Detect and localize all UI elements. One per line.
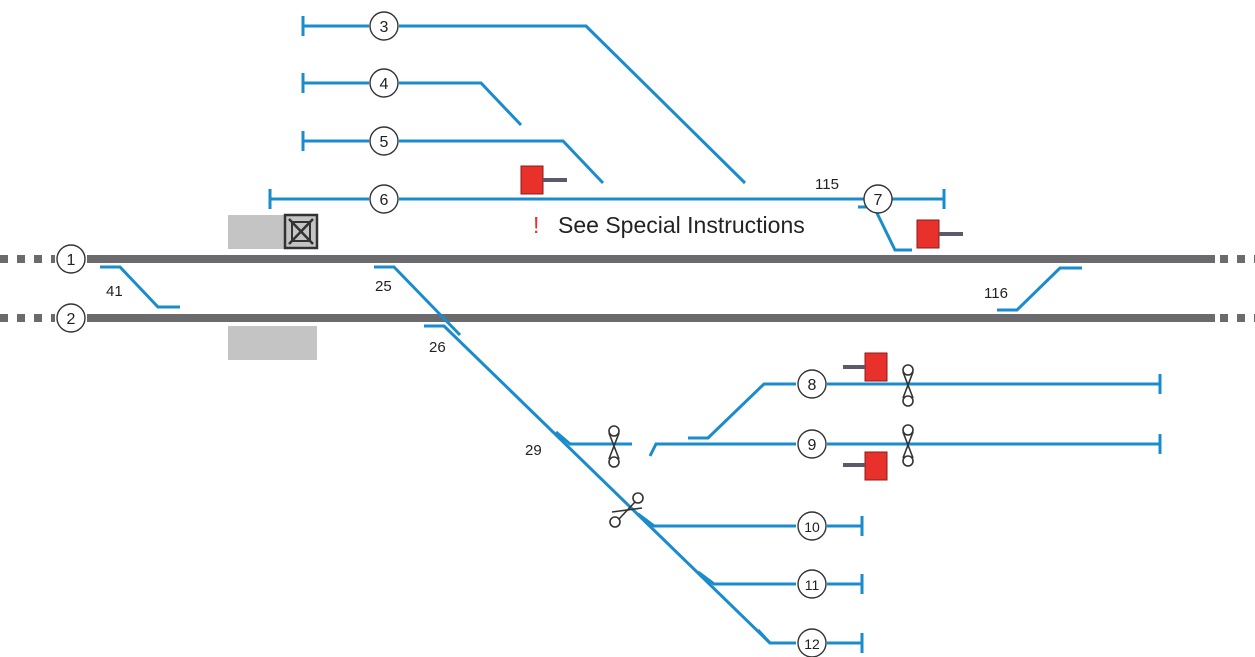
track-number-12: 12 (797, 628, 827, 657)
track-number-3: 3 (369, 11, 399, 41)
track-number-5: 5 (369, 126, 399, 156)
derail-icon-siding-9 (902, 424, 914, 467)
svg-text:6: 6 (380, 192, 389, 209)
siding-track-12 (756, 628, 864, 653)
switch-26-lead (424, 324, 772, 645)
switch-number-115: 115 (815, 176, 839, 193)
svg-text:4: 4 (380, 76, 389, 93)
siding-track-8 (688, 374, 1162, 440)
signal-siding-8 (843, 352, 888, 382)
svg-text:10: 10 (804, 519, 820, 535)
derail-icon-siding-8 (902, 364, 914, 407)
track-number-8: 8 (797, 369, 827, 399)
track-number-4: 4 (369, 68, 399, 98)
signal-siding-6 (520, 165, 567, 195)
switch-116-crossover (997, 266, 1082, 312)
switch-number-25: 25 (375, 278, 392, 295)
siding-track-4 (301, 73, 523, 127)
svg-text:8: 8 (808, 377, 817, 394)
track-number-6: 6 (369, 184, 399, 214)
signal-siding-7 (916, 219, 963, 249)
siding-track-11 (697, 570, 864, 594)
siding-track-10 (637, 512, 864, 536)
track-number-1: 1 (56, 244, 86, 274)
svg-text:9: 9 (808, 437, 817, 454)
svg-text:7: 7 (874, 192, 883, 209)
svg-text:12: 12 (804, 636, 820, 652)
svg-text:5: 5 (380, 134, 389, 151)
switch-41-crossover (100, 265, 180, 309)
station-building-icon (283, 213, 319, 250)
signal-siding-9 (843, 451, 888, 481)
derail-icon-switch-29 (608, 425, 620, 468)
siding-track-5 (301, 131, 605, 185)
track-number-11: 11 (797, 569, 827, 599)
platform-north (228, 215, 284, 249)
switch-number-26: 26 (429, 339, 446, 356)
derail-icon-siding-10 (609, 492, 644, 528)
track-number-9: 9 (797, 429, 827, 459)
track-number-2: 2 (56, 303, 86, 333)
svg-text:3: 3 (380, 19, 389, 36)
warning-mark: ! (533, 212, 539, 238)
svg-text:1: 1 (67, 252, 76, 269)
svg-text:2: 2 (67, 311, 76, 328)
switch-25-crossover (374, 265, 462, 337)
switch-29-turnout (555, 430, 632, 446)
special-instructions-note: See Special Instructions (558, 212, 805, 238)
svg-text:11: 11 (805, 577, 820, 593)
switch-number-41: 41 (106, 283, 123, 300)
track-number-7: 7 (863, 184, 893, 214)
siding-track-9 (648, 434, 1162, 457)
switch-number-29: 29 (525, 442, 542, 459)
switch-number-116: 116 (984, 285, 1008, 302)
siding-track-3 (301, 16, 747, 185)
siding-track-6 (268, 189, 864, 209)
platform-south (228, 326, 317, 360)
track-number-10: 10 (797, 511, 827, 541)
